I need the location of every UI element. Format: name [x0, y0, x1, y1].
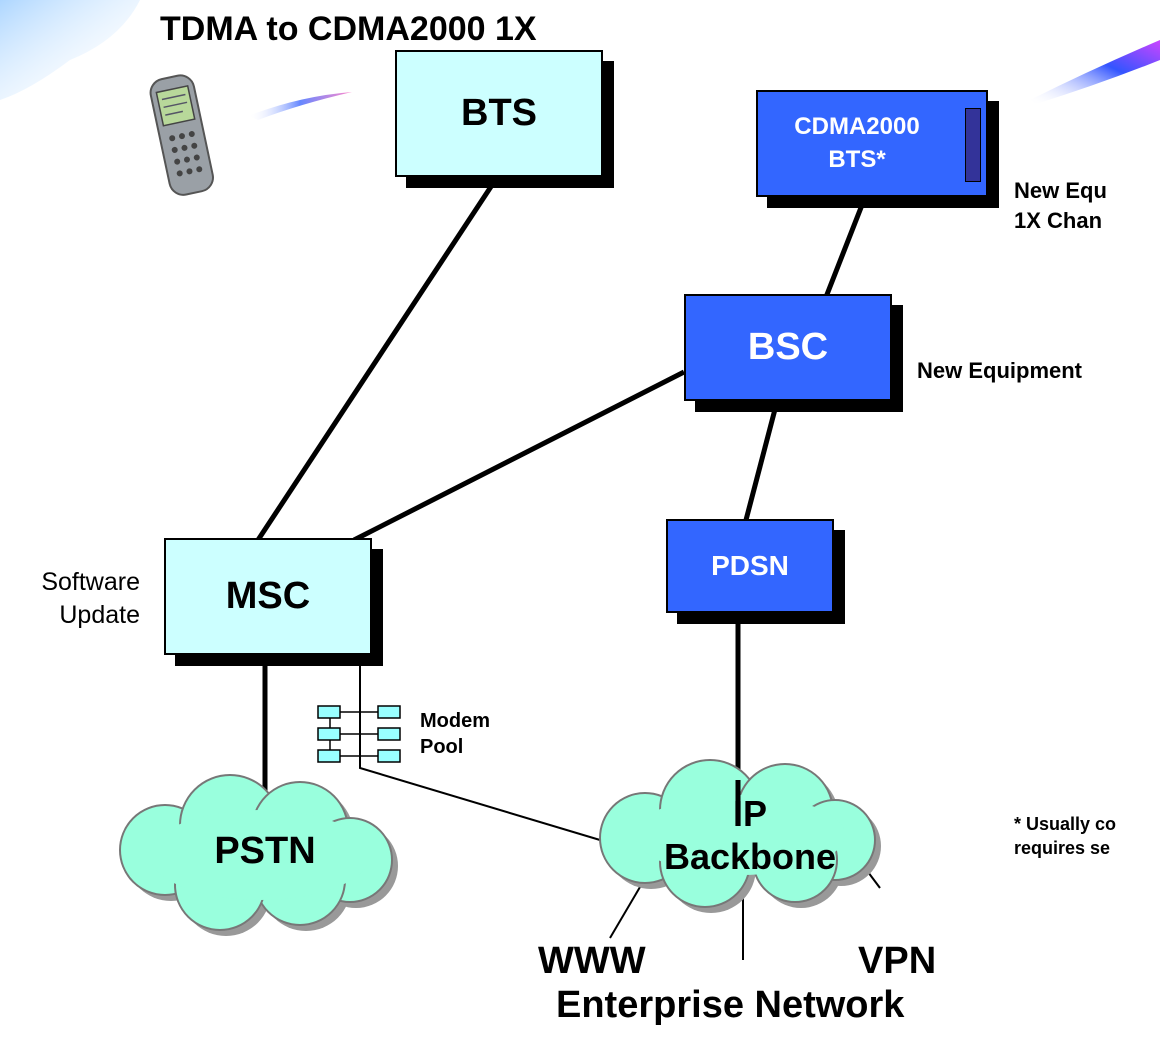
bsc-node: BSC	[684, 294, 892, 401]
vpn-label: VPN	[858, 940, 937, 982]
software-update-note: Software Update	[10, 566, 140, 631]
modem-pool-line2: Pool	[420, 736, 464, 758]
new-equipment-1x-line2: 1X Chan	[1014, 207, 1103, 233]
cdma2000-bts-node: CDMA2000 BTS*	[756, 90, 988, 197]
link-bts-msc	[255, 174, 501, 542]
cdma2000-bts-label-line2: BTS*	[828, 145, 886, 173]
page-title: TDMA to CDMA2000 1X	[160, 10, 537, 48]
www-label: WWW	[538, 940, 646, 982]
modem-pool-line1: Modem	[420, 710, 490, 732]
msc-label: MSC	[225, 575, 311, 617]
pstn-label: PSTN	[214, 830, 316, 872]
software-update-line1: Software	[41, 568, 140, 596]
new-equipment-1x-line1: New Equ	[1014, 178, 1107, 203]
new-equipment-note: New Equipment	[917, 358, 1083, 383]
radio-wave-icon	[1030, 40, 1160, 104]
msc-node: MSC	[164, 538, 372, 655]
ip-label-line2: Backbone	[663, 836, 837, 878]
enterprise-network-label: Enterprise Network	[556, 984, 905, 1026]
link-cdmabts-bsc	[823, 204, 865, 298]
ip-label-line1: IP	[732, 793, 767, 834]
modem-pool-icon	[317, 705, 401, 763]
cdma2000-bts-label-line1: CDMA2000	[794, 113, 920, 141]
new-equipment-1x-note: New Equ 1X Chan	[1014, 176, 1107, 235]
modem-pool-label: Modem Pool	[420, 708, 490, 760]
footnote-line1: * Usually co	[1014, 814, 1117, 834]
footnote: * Usually co requires se	[1014, 812, 1116, 861]
ip-backbone-cloud	[599, 759, 881, 913]
mobile-phone-icon	[149, 74, 214, 196]
ip-backbone-label: IP Backbone	[640, 792, 860, 878]
pdsn-label: PDSN	[711, 550, 789, 581]
corner-decoration	[0, 0, 140, 100]
link-msc-modem-ip	[359, 653, 601, 841]
radio-wave-icon	[248, 92, 352, 120]
channel-card-icon	[965, 108, 981, 182]
footnote-line2: requires se	[1014, 838, 1111, 859]
bts-node: BTS	[395, 50, 603, 177]
software-update-line2: Update	[59, 600, 140, 629]
link-bsc-msc	[352, 369, 686, 543]
bsc-label: BSC	[747, 326, 829, 368]
pstn-cloud	[119, 774, 398, 936]
pdsn-node: PDSN	[666, 519, 834, 613]
links	[255, 174, 865, 810]
bts-label: BTS	[461, 92, 537, 134]
